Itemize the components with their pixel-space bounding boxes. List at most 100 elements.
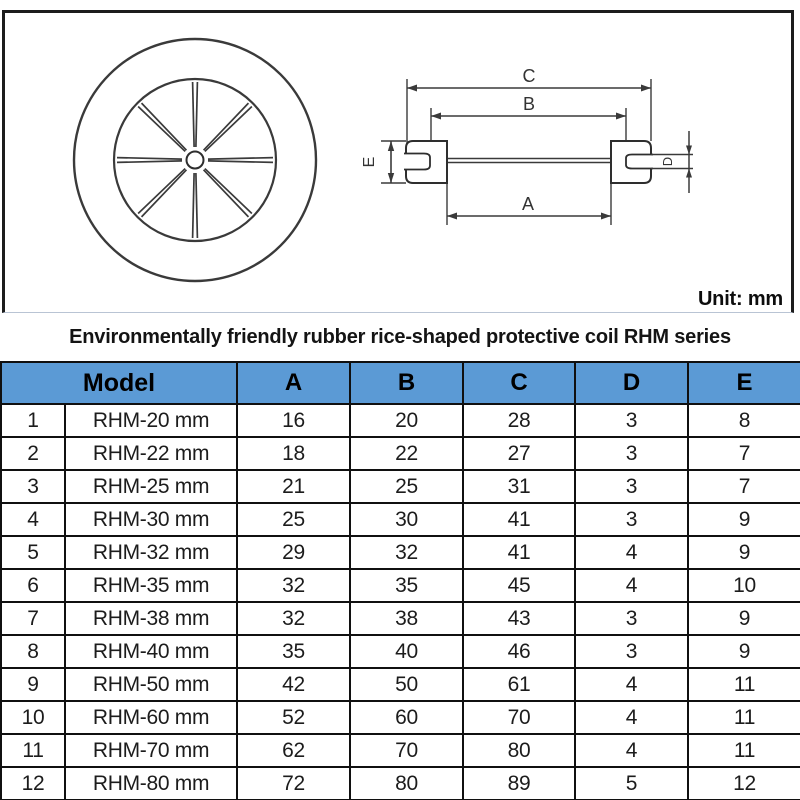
- col-header-B: B: [349, 361, 464, 405]
- dim-A-cell: 72: [236, 766, 351, 800]
- dim-E-cell: 9: [687, 502, 800, 537]
- dim-A-cell: 42: [236, 667, 351, 702]
- dim-B-cell: 38: [349, 601, 464, 636]
- col-header-A: A: [236, 361, 351, 405]
- model-cell: RHM-35 mm: [64, 568, 238, 603]
- dim-E-cell: 12: [687, 766, 800, 800]
- dim-label-B: B: [523, 94, 535, 114]
- dim-E-cell: 8: [687, 403, 800, 438]
- dim-D-cell: 4: [574, 667, 689, 702]
- dim-A-cell: 62: [236, 733, 351, 768]
- page-title: Environmentally friendly rubber rice-sha…: [69, 325, 731, 348]
- row-number-cell: 2: [0, 436, 66, 471]
- dim-E-cell: 11: [687, 667, 800, 702]
- dim-A-cell: 21: [236, 469, 351, 504]
- dim-D-cell: 3: [574, 436, 689, 471]
- slit-line: [202, 102, 250, 151]
- dim-D-cell: 3: [574, 469, 689, 504]
- row-number-cell: 11: [0, 733, 66, 768]
- row-number-cell: 1: [0, 403, 66, 438]
- dim-C-cell: 41: [462, 502, 576, 537]
- slit-line: [195, 81, 199, 148]
- row-number-cell: 9: [0, 667, 66, 702]
- grommet-front-view: [72, 37, 318, 283]
- dim-C-cell: 41: [462, 535, 576, 570]
- dim-B-cell: 25: [349, 469, 464, 504]
- dim-A-cell: 29: [236, 535, 351, 570]
- row-number-cell: 8: [0, 634, 66, 669]
- model-cell: RHM-80 mm: [64, 766, 238, 800]
- model-cell: RHM-25 mm: [64, 469, 238, 504]
- row-number-cell: 5: [0, 535, 66, 570]
- slit-line: [116, 160, 183, 164]
- dim-A-cell: 32: [236, 601, 351, 636]
- dim-C-cell: 61: [462, 667, 576, 702]
- dim-D-cell: 3: [574, 502, 689, 537]
- dim-A-cell: 25: [236, 502, 351, 537]
- model-cell: RHM-40 mm: [64, 634, 238, 669]
- row-number-cell: 10: [0, 700, 66, 735]
- dim-B-cell: 35: [349, 568, 464, 603]
- row-number-cell: 3: [0, 469, 66, 504]
- dim-label-D: D: [660, 157, 675, 166]
- dim-label-C: C: [523, 66, 536, 86]
- drawing-panel: C B A E: [2, 10, 794, 313]
- model-cell: RHM-60 mm: [64, 700, 238, 735]
- dim-label-A: A: [522, 194, 534, 214]
- dim-D-cell: 4: [574, 733, 689, 768]
- dim-B-cell: 32: [349, 535, 464, 570]
- dim-B-cell: 80: [349, 766, 464, 800]
- dim-D-cell: 3: [574, 601, 689, 636]
- slit-line: [202, 169, 250, 218]
- model-cell: RHM-22 mm: [64, 436, 238, 471]
- slit-line: [204, 167, 253, 215]
- model-cell: RHM-50 mm: [64, 667, 238, 702]
- dim-E-cell: 11: [687, 700, 800, 735]
- technical-drawing: C B A E: [72, 37, 693, 283]
- dim-A-cell: 52: [236, 700, 351, 735]
- col-header-model: Model: [0, 361, 238, 405]
- dim-E-cell: 11: [687, 733, 800, 768]
- table-header-row: Model A B C D E: [0, 361, 800, 405]
- model-cell: RHM-70 mm: [64, 733, 238, 768]
- slit-line: [140, 169, 188, 218]
- unit-label: Unit: mm: [697, 288, 783, 310]
- dim-A-cell: 18: [236, 436, 351, 471]
- row-number-cell: 4: [0, 502, 66, 537]
- dim-D-cell: 3: [574, 403, 689, 438]
- model-cell: RHM-32 mm: [64, 535, 238, 570]
- model-cell: RHM-38 mm: [64, 601, 238, 636]
- dim-E-cell: 9: [687, 634, 800, 669]
- model-cell: RHM-20 mm: [64, 403, 238, 438]
- dim-B-cell: 30: [349, 502, 464, 537]
- dim-C-cell: 28: [462, 403, 576, 438]
- dim-E-cell: 9: [687, 601, 800, 636]
- grommet-cross-section: C B A E: [361, 66, 693, 225]
- col-header-D: D: [574, 361, 689, 405]
- slit-line: [140, 102, 188, 151]
- col-header-C: C: [462, 361, 576, 405]
- dim-D-cell: 4: [574, 700, 689, 735]
- slit-line: [191, 81, 195, 148]
- slit-line: [204, 105, 253, 153]
- dim-E-cell: 7: [687, 469, 800, 504]
- dim-B-cell: 50: [349, 667, 464, 702]
- dim-D-cell: 3: [574, 634, 689, 669]
- dim-E-cell: 9: [687, 535, 800, 570]
- dim-B-cell: 60: [349, 700, 464, 735]
- dim-C-cell: 31: [462, 469, 576, 504]
- col-header-E: E: [687, 361, 800, 405]
- dim-C-cell: 89: [462, 766, 576, 800]
- slit-line: [207, 160, 274, 164]
- dim-C-cell: 27: [462, 436, 576, 471]
- dim-B-cell: 22: [349, 436, 464, 471]
- dim-C-cell: 45: [462, 568, 576, 603]
- dim-B-cell: 70: [349, 733, 464, 768]
